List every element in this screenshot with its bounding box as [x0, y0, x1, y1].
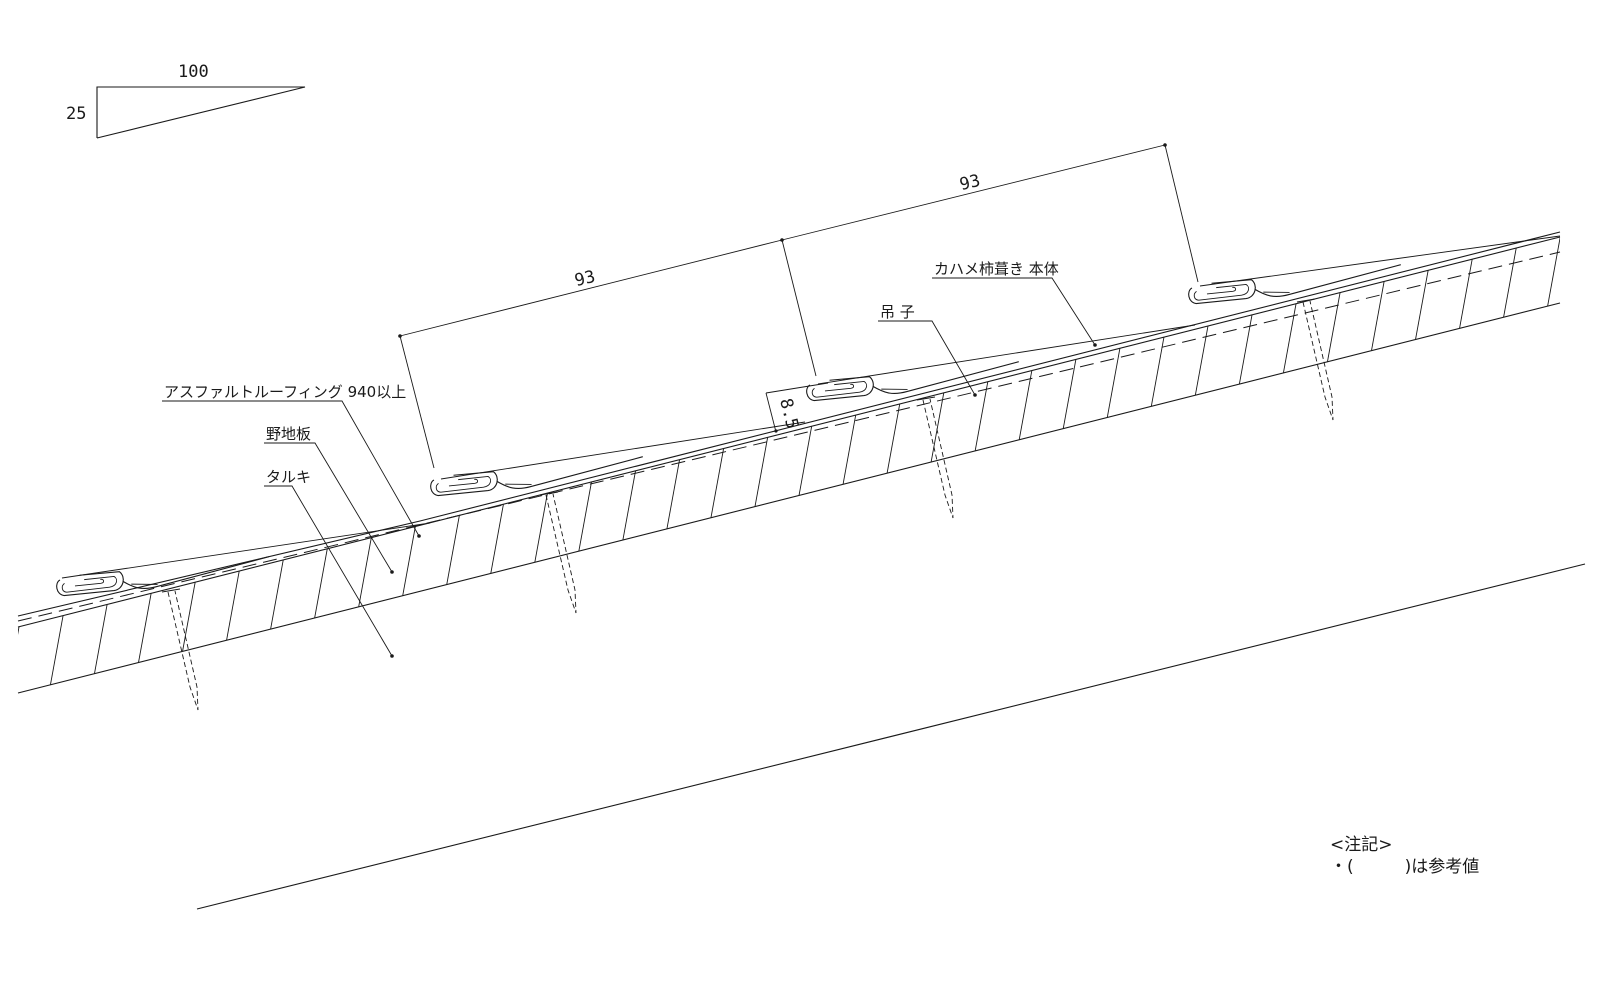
rafter-line — [196, 563, 1586, 910]
rafter-label: タルキ — [266, 468, 311, 486]
seam-joint — [1188, 264, 1401, 305]
notes-block: <注記> ・( )は参考値 — [1330, 835, 1479, 877]
seam-group — [56, 264, 1401, 597]
nail — [539, 491, 577, 614]
nail — [161, 588, 199, 711]
seam-joint — [806, 361, 1019, 402]
nail — [916, 396, 954, 519]
pitch-left-label: 93 — [573, 267, 598, 291]
roofing-label: アスファルトルーフィング 940以上 — [164, 383, 406, 401]
seam-joint — [430, 456, 643, 497]
clip-label: 吊 子 — [880, 303, 915, 321]
slope-rise-label: 25 — [66, 104, 86, 124]
sheathing-hatch — [18, 237, 1560, 693]
pitch-right-label: 93 — [958, 171, 983, 195]
nail-group — [161, 298, 1334, 711]
notes-line-1: ・( )は参考値 — [1330, 857, 1479, 877]
nail — [1296, 298, 1334, 421]
asphalt-roofing-line — [17, 251, 1561, 622]
sheathing-board — [17, 236, 1561, 694]
leaders: カハメ柿葺き 本体 吊 子 アスファルトルーフィング 940以上 野地板 タルキ — [162, 260, 1097, 658]
seam-joint — [56, 556, 269, 597]
slope-run-label: 100 — [178, 62, 209, 82]
notes-heading: <注記> — [1330, 835, 1393, 855]
sheathing-label: 野地板 — [266, 425, 311, 443]
slope-indicator: 100 25 — [66, 62, 306, 139]
main-body-label: カハメ柿葺き 本体 — [934, 260, 1059, 278]
dimension-lines: 93 93 8.5 — [398, 143, 1199, 469]
